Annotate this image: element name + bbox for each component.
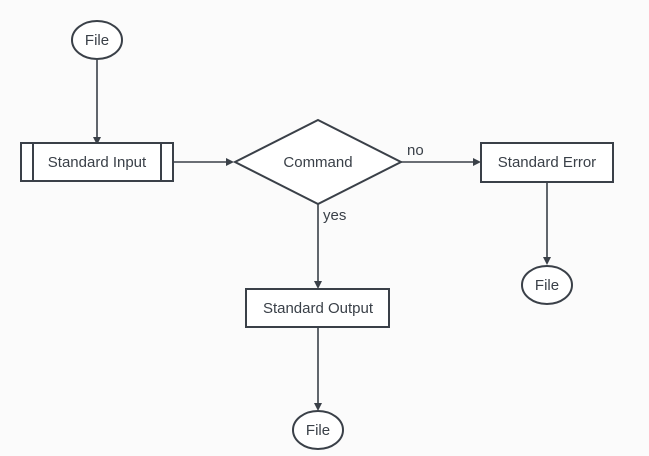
node-label: File bbox=[535, 277, 559, 294]
predefined-process-shape bbox=[20, 142, 174, 182]
terminal-shape bbox=[292, 410, 344, 450]
edge-label-no: no bbox=[407, 142, 424, 159]
process-shape bbox=[245, 288, 390, 328]
process-shape bbox=[480, 142, 614, 183]
edge-stdin-to-command-arrow bbox=[226, 158, 234, 166]
node-file-right[interactable]: File bbox=[521, 265, 573, 305]
edge-stderr-to-file-arrow bbox=[543, 257, 551, 265]
node-file-top[interactable]: File bbox=[71, 20, 123, 60]
terminal-shape bbox=[521, 265, 573, 305]
node-file-bottom[interactable]: File bbox=[292, 410, 344, 450]
edges bbox=[93, 60, 551, 411]
edge-command-to-stderr-arrow bbox=[473, 158, 481, 166]
node-label: Standard Input bbox=[48, 154, 147, 171]
node-label: Command bbox=[283, 154, 352, 171]
node-standard-output[interactable]: Standard Output bbox=[245, 288, 390, 328]
edge-file-to-stdin-arrow bbox=[93, 137, 101, 145]
node-standard-error[interactable]: Standard Error bbox=[480, 142, 614, 183]
node-label: Standard Error bbox=[498, 154, 596, 171]
edge-command-to-stdout-arrow bbox=[314, 281, 322, 289]
decision-shape bbox=[232, 118, 404, 206]
node-standard-input[interactable]: Standard Input bbox=[20, 142, 174, 182]
edge-label-yes: yes bbox=[323, 207, 346, 224]
edge-stdout-to-file-arrow bbox=[314, 403, 322, 411]
node-command[interactable]: Command bbox=[232, 118, 404, 206]
node-label: File bbox=[85, 32, 109, 49]
node-label: File bbox=[306, 422, 330, 439]
node-label: Standard Output bbox=[263, 300, 374, 317]
terminal-shape bbox=[71, 20, 123, 60]
